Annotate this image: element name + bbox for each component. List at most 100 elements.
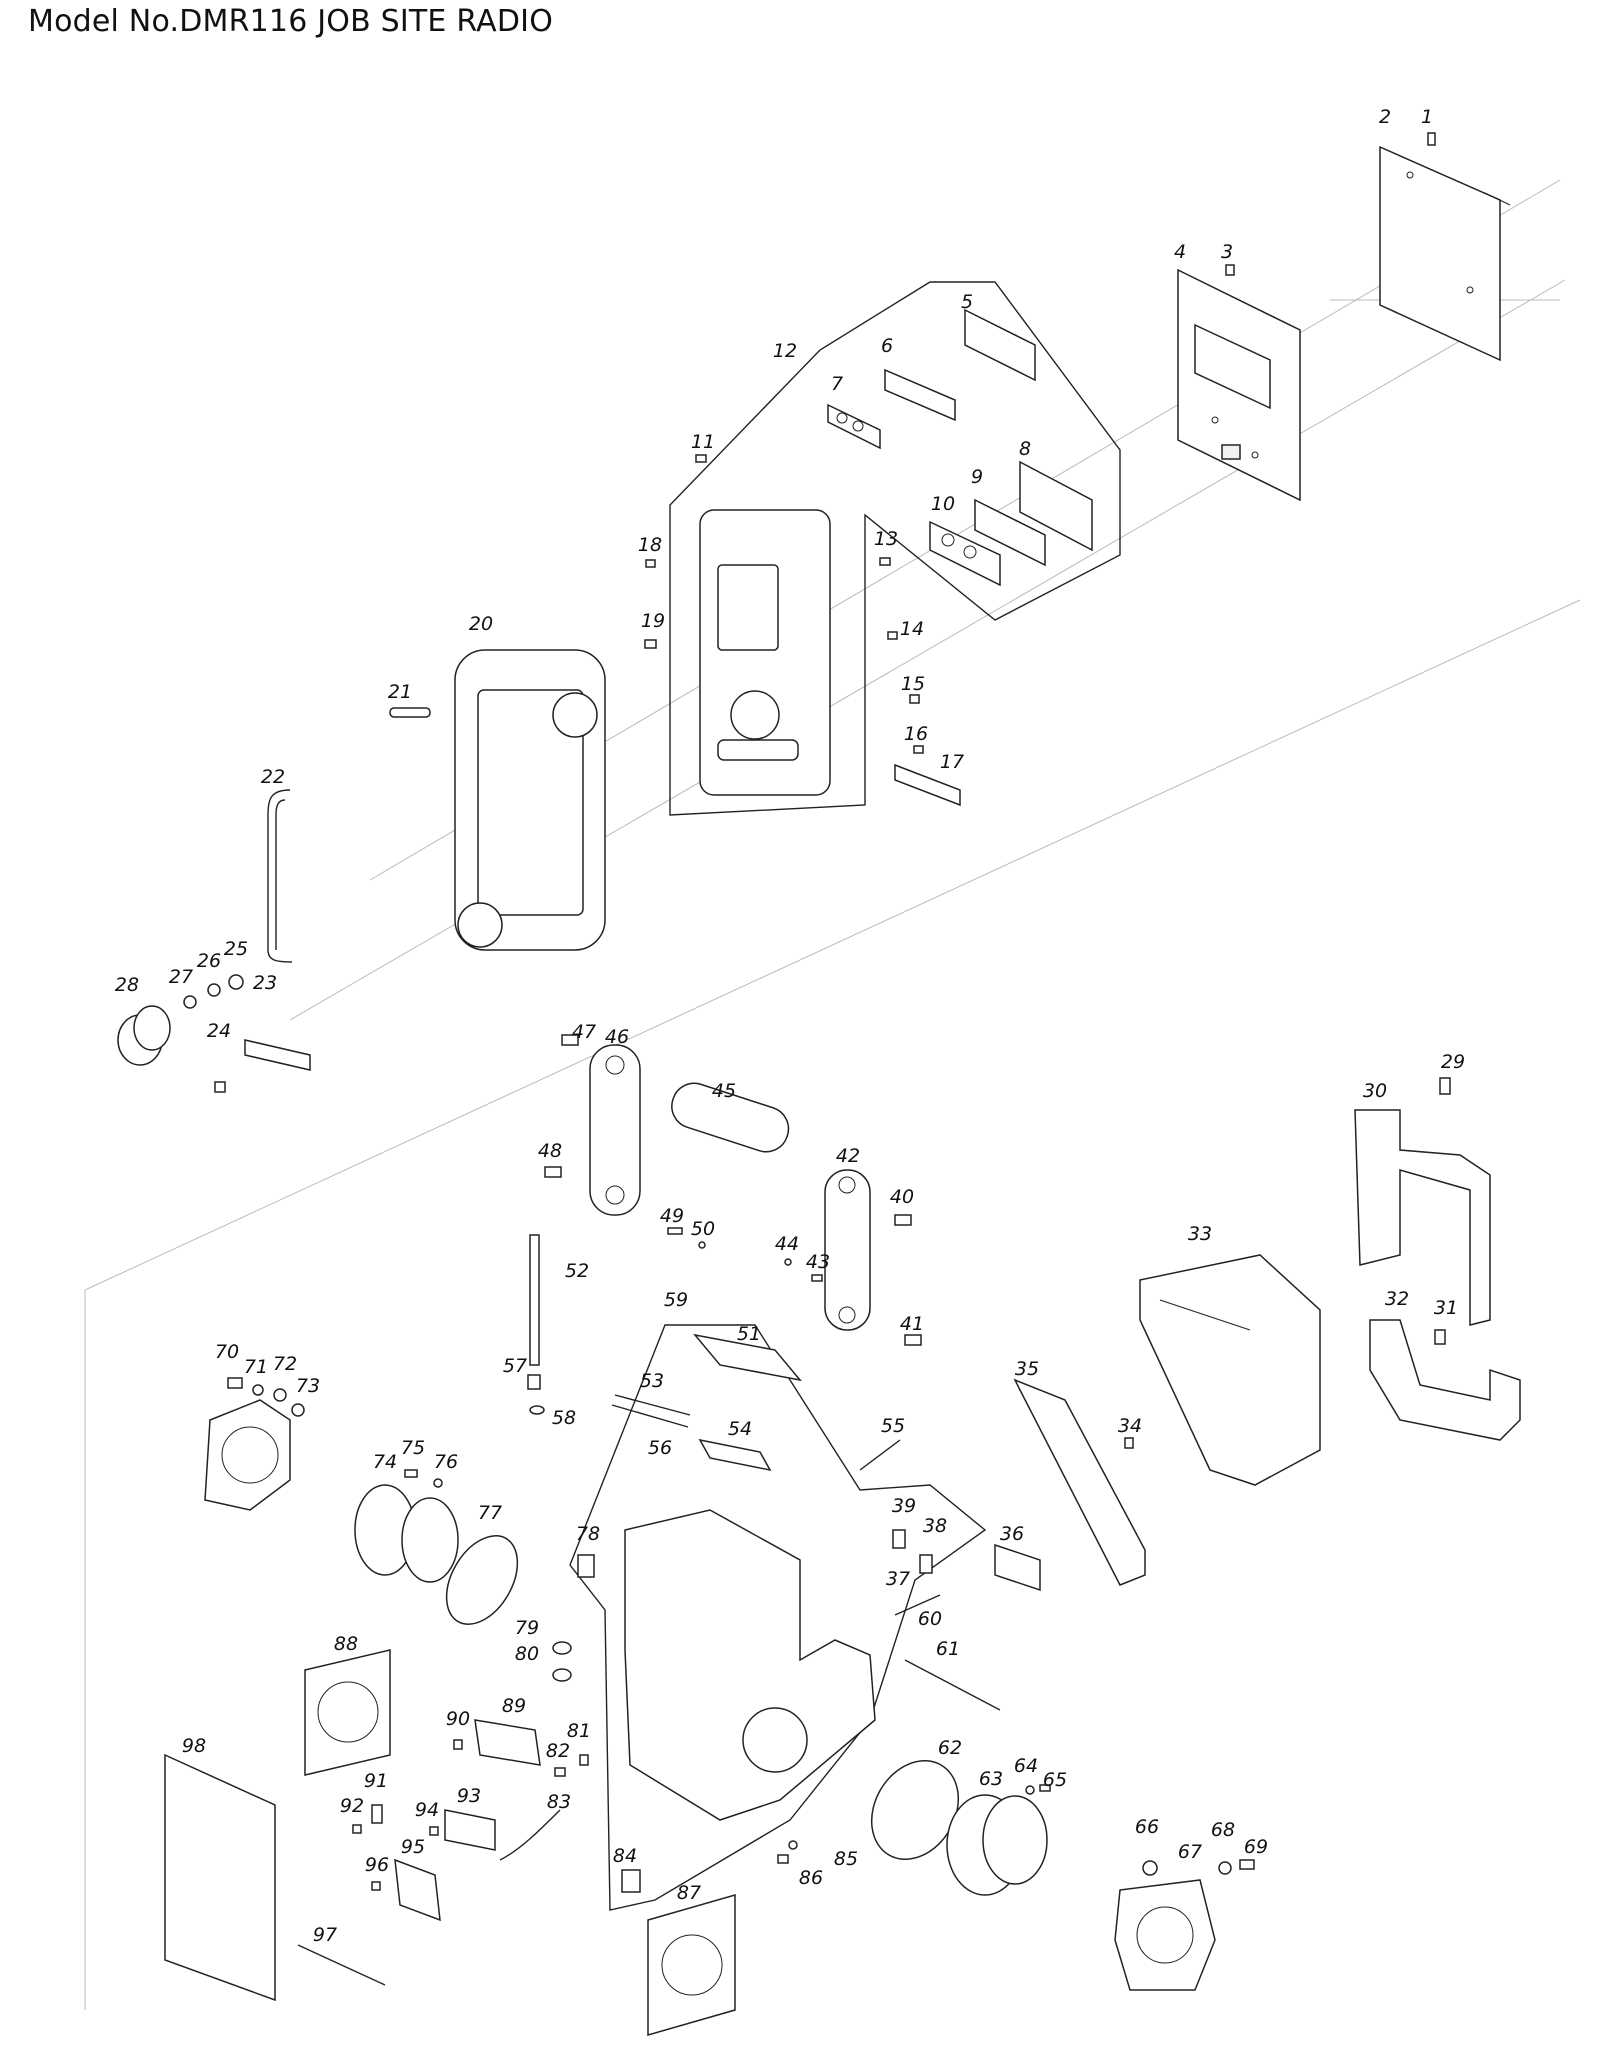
label-69: 69 — [1244, 1836, 1268, 1858]
label-19: 19 — [641, 610, 665, 632]
label-95: 95 — [401, 1836, 425, 1858]
label-52: 52 — [565, 1260, 589, 1282]
parts-70-71-72-73 — [227, 1377, 305, 1417]
label-33: 33 — [1188, 1223, 1212, 1245]
part-30-side-frame — [1354, 1109, 1491, 1326]
part-35-gasket — [1013, 1378, 1146, 1586]
label-90: 90 — [446, 1708, 470, 1730]
part-77-gasket — [445, 1535, 519, 1625]
label-6: 6 — [881, 335, 893, 357]
label-49: 49 — [660, 1205, 684, 1227]
label-89: 89 — [502, 1695, 526, 1717]
part-26-washer — [207, 983, 221, 997]
part-31-screw — [1434, 1329, 1446, 1345]
part-95-bracket — [394, 1858, 441, 1922]
label-22: 22 — [261, 766, 285, 788]
label-14: 14 — [900, 618, 924, 640]
part-74-speaker — [354, 1484, 459, 1583]
part-46-bracket — [589, 1044, 641, 1216]
part-24-screw — [214, 1081, 226, 1093]
label-58: 58 — [552, 1407, 576, 1429]
label-66: 66 — [1135, 1816, 1159, 1838]
part-3-screw — [1225, 264, 1235, 276]
label-9: 9 — [971, 466, 983, 488]
parts-53-56-rods — [611, 1394, 691, 1428]
label-61: 61 — [936, 1638, 960, 1660]
label-37: 37 — [886, 1568, 910, 1590]
label-31: 31 — [1434, 1297, 1458, 1319]
part-87-plate — [647, 1894, 736, 2036]
part-98-gasket — [164, 1753, 276, 2002]
part-45-roller — [671, 1082, 790, 1153]
label-29: 29 — [1441, 1051, 1465, 1073]
label-3: 3 — [1221, 241, 1233, 263]
part-22-handle — [267, 789, 293, 963]
part-89-pcb — [474, 1719, 541, 1766]
part-6-lens — [884, 368, 956, 422]
label-41: 41 — [900, 1313, 924, 1335]
part-34-screw — [1124, 1437, 1134, 1449]
label-17: 17 — [940, 751, 964, 773]
label-67: 67 — [1178, 1841, 1202, 1863]
screws-11-13-14-15-16-18-19 — [644, 454, 924, 754]
label-68: 68 — [1211, 1819, 1235, 1841]
label-39: 39 — [892, 1495, 916, 1517]
label-45: 45 — [712, 1080, 736, 1102]
label-43: 43 — [806, 1251, 830, 1273]
label-48: 48 — [538, 1140, 562, 1162]
label-63: 63 — [979, 1768, 1003, 1790]
part-55-rod — [859, 1439, 901, 1471]
label-20: 20 — [469, 613, 493, 635]
page-title: Model No.DMR116 JOB SITE RADIO — [28, 4, 554, 39]
label-10: 10 — [931, 493, 955, 515]
part-91-clip — [371, 1804, 383, 1824]
label-71: 71 — [244, 1356, 268, 1378]
part-27-ring — [183, 995, 197, 1009]
label-80: 80 — [515, 1643, 539, 1665]
part-54-holder — [698, 1438, 772, 1472]
label-16: 16 — [904, 723, 928, 745]
label-40: 40 — [890, 1186, 914, 1208]
label-73: 73 — [296, 1375, 320, 1397]
part-60-rod — [894, 1594, 941, 1616]
parts-75-76 — [404, 1469, 443, 1488]
label-12: 12 — [773, 340, 797, 362]
label-72: 72 — [273, 1353, 297, 1375]
part-42-bracket — [824, 1169, 871, 1331]
part-51-cover — [693, 1333, 802, 1382]
label-8: 8 — [1019, 438, 1031, 460]
label-35: 35 — [1015, 1358, 1039, 1380]
label-47: 47 — [572, 1021, 596, 1043]
label-54: 54 — [728, 1418, 752, 1440]
label-51: 51 — [737, 1323, 761, 1345]
label-55: 55 — [881, 1415, 905, 1437]
label-62: 62 — [938, 1737, 962, 1759]
label-77: 77 — [478, 1502, 502, 1524]
label-32: 32 — [1385, 1288, 1409, 1310]
label-65: 65 — [1043, 1769, 1067, 1791]
part-32-lower-frame — [1369, 1319, 1521, 1441]
label-94: 94 — [415, 1799, 439, 1821]
part-12-front-panel — [699, 509, 831, 796]
label-84: 84 — [613, 1845, 637, 1867]
label-93: 93 — [457, 1785, 481, 1807]
part-40-screw — [894, 1214, 912, 1226]
label-30: 30 — [1363, 1080, 1387, 1102]
part-29-screw — [1439, 1077, 1451, 1095]
label-78: 78 — [576, 1523, 600, 1545]
label-50: 50 — [691, 1218, 715, 1240]
parts-37-38-39-clips — [892, 1529, 933, 1574]
label-79: 79 — [515, 1617, 539, 1639]
parts-57-58 — [527, 1374, 545, 1415]
label-92: 92 — [340, 1795, 364, 1817]
label-64: 64 — [1014, 1755, 1038, 1777]
part-17-bracket — [894, 763, 961, 807]
label-2: 2 — [1379, 106, 1391, 128]
label-85: 85 — [834, 1848, 858, 1870]
part-21-screw — [389, 707, 431, 718]
part-28-knob — [117, 1005, 171, 1066]
part-61-rod — [904, 1659, 1001, 1711]
part-97-rod — [297, 1944, 386, 1986]
label-28: 28 — [115, 974, 139, 996]
